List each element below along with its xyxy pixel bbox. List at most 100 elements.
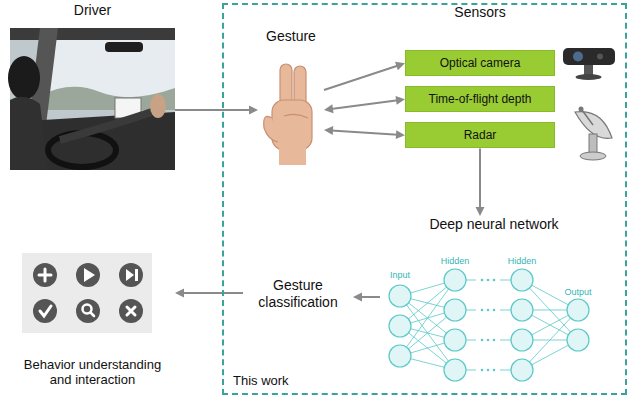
node-heading: Driver <box>74 2 111 19</box>
network-neurons-part <box>511 329 533 351</box>
hand-gesture-part <box>284 114 308 118</box>
icon-glyphs <box>39 269 135 316</box>
network-neurons-part <box>511 359 533 381</box>
driver-photo-part <box>105 42 143 52</box>
network-links <box>400 280 578 370</box>
driver-photo-part <box>150 94 166 118</box>
arrowhead <box>324 126 333 135</box>
ellipsis-dots-part <box>487 369 490 372</box>
connector-arrow <box>476 148 485 216</box>
icon-glyphs-part <box>91 313 95 317</box>
connector-line <box>479 148 481 208</box>
connector-arrow <box>324 126 405 139</box>
network-links-part <box>500 340 511 341</box>
sensor-box: Time-of-flight depth <box>405 86 555 112</box>
ellipsis-dots-part <box>481 369 484 372</box>
hand-gesture-part <box>264 116 278 142</box>
sensor-box: Radar <box>405 122 555 148</box>
driver-photo-part <box>60 112 152 140</box>
sensor-label: Optical camera <box>440 56 521 70</box>
radar-dish-icon-part <box>580 152 606 160</box>
radar-dish-icon-part <box>582 110 593 125</box>
ellipsis-dots-part <box>493 369 496 372</box>
layer-label: Input <box>390 270 410 281</box>
radar-dish-icon-part <box>589 134 597 154</box>
driver-photo-part <box>10 28 175 170</box>
arrowhead <box>395 62 405 71</box>
icon-glyph-fills-part <box>135 269 138 281</box>
ellipsis-dots-part <box>493 279 496 282</box>
ellipsis-dots-part <box>487 309 490 312</box>
icon-circles-part <box>119 263 143 287</box>
radar-dish-icon-part <box>579 107 584 112</box>
driver-photo-node: Driver <box>10 2 175 170</box>
camera-icon-part <box>597 54 603 60</box>
network-neurons-part <box>389 315 411 337</box>
icon-circles <box>33 263 143 323</box>
connector-line <box>360 296 380 298</box>
camera-icon <box>563 48 615 80</box>
driver-photo <box>8 28 175 170</box>
node-heading: Gesture <box>266 28 316 45</box>
layer-label: Hidden <box>508 256 537 267</box>
icon-circles-part <box>119 299 143 323</box>
network-links-part <box>500 280 511 281</box>
icon-glyph-fills-part <box>126 269 134 281</box>
network-neurons-part <box>444 299 466 321</box>
arrowhead <box>395 96 405 105</box>
network-links-part <box>466 370 476 371</box>
camera-icon-part <box>576 74 602 80</box>
arrowhead <box>396 130 405 139</box>
ellipsis-dots <box>481 279 496 372</box>
camera-icon-part <box>563 48 615 65</box>
interaction-icon-panel-part <box>22 253 152 333</box>
ellipsis-dots-part <box>481 339 484 342</box>
icon-circles-part <box>33 299 57 323</box>
icon-circles-part <box>76 299 100 323</box>
sensor-label: Radar <box>464 128 497 142</box>
connector-arrow <box>324 62 405 90</box>
driver-photo-part <box>10 28 175 40</box>
connector-line <box>331 100 398 109</box>
layer-label: Hidden <box>441 256 470 267</box>
ellipsis-dots-part <box>487 279 490 282</box>
network-neurons-part <box>511 299 533 321</box>
driver-photo-part <box>48 133 116 167</box>
node-heading: Deep neural network <box>429 216 558 233</box>
node-label: Gesture classification <box>243 277 353 311</box>
network-links-part <box>466 280 476 281</box>
arrowhead <box>353 293 362 302</box>
ellipsis-dots-part <box>493 309 496 312</box>
arrowhead <box>175 289 184 298</box>
interaction-node: Behavior understanding and interaction <box>10 250 175 390</box>
network-neurons-part <box>567 299 589 321</box>
this-work-region: This workGestureOptical cameraTime-of-fl… <box>222 3 627 395</box>
camera-icon-part <box>573 52 583 62</box>
icon-glyphs-part <box>39 269 51 281</box>
connector-arrow <box>175 289 243 298</box>
network-neurons <box>389 269 589 381</box>
connector-arrow <box>175 106 258 115</box>
connector-line <box>324 65 398 90</box>
network-links-part <box>500 370 511 371</box>
neural-network-picture <box>389 269 589 381</box>
connector-line <box>175 109 251 111</box>
sensor-box: Optical camera <box>405 50 555 76</box>
interaction-icon-panel <box>22 253 152 333</box>
icon-circles-part <box>33 263 57 287</box>
network-neurons-part <box>444 329 466 351</box>
icon-glyph-fills <box>84 268 138 282</box>
group-heading: Sensors <box>454 4 505 21</box>
connector-arrow <box>324 96 405 113</box>
network-links-part <box>466 340 476 341</box>
driver-photo-part <box>10 97 48 170</box>
network-neurons-part <box>389 285 411 307</box>
hand-gesture <box>264 64 312 165</box>
ellipsis-dots-part <box>487 339 490 342</box>
connector-line <box>182 292 243 294</box>
sensor-label: Time-of-flight depth <box>429 92 532 106</box>
ellipsis-dots-part <box>481 279 484 282</box>
network-links-part <box>466 310 476 311</box>
network-neurons-part <box>567 329 589 351</box>
classification-node: Gesture classification <box>243 272 353 316</box>
